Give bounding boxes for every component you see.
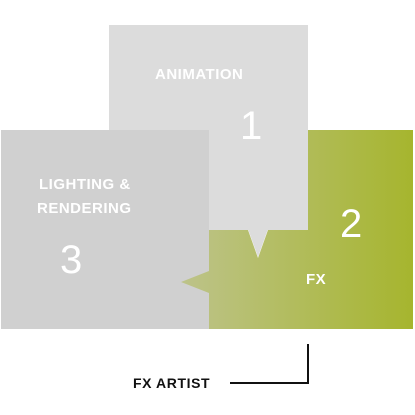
lighting-label-line2: RENDERING <box>37 200 132 217</box>
animation-pointer <box>248 229 268 257</box>
animation-number: 1 <box>240 104 263 148</box>
connector-line <box>230 344 309 384</box>
caption-fx-artist: FX ARTIST <box>133 375 211 391</box>
fx-box <box>181 130 413 329</box>
animation-label: ANIMATION <box>155 66 244 83</box>
lighting-label-line1: LIGHTING & <box>39 176 131 193</box>
fx-label: FX <box>306 271 327 288</box>
lighting-number: 3 <box>60 238 83 282</box>
fx-number: 2 <box>340 202 363 246</box>
lighting-box <box>1 130 209 329</box>
